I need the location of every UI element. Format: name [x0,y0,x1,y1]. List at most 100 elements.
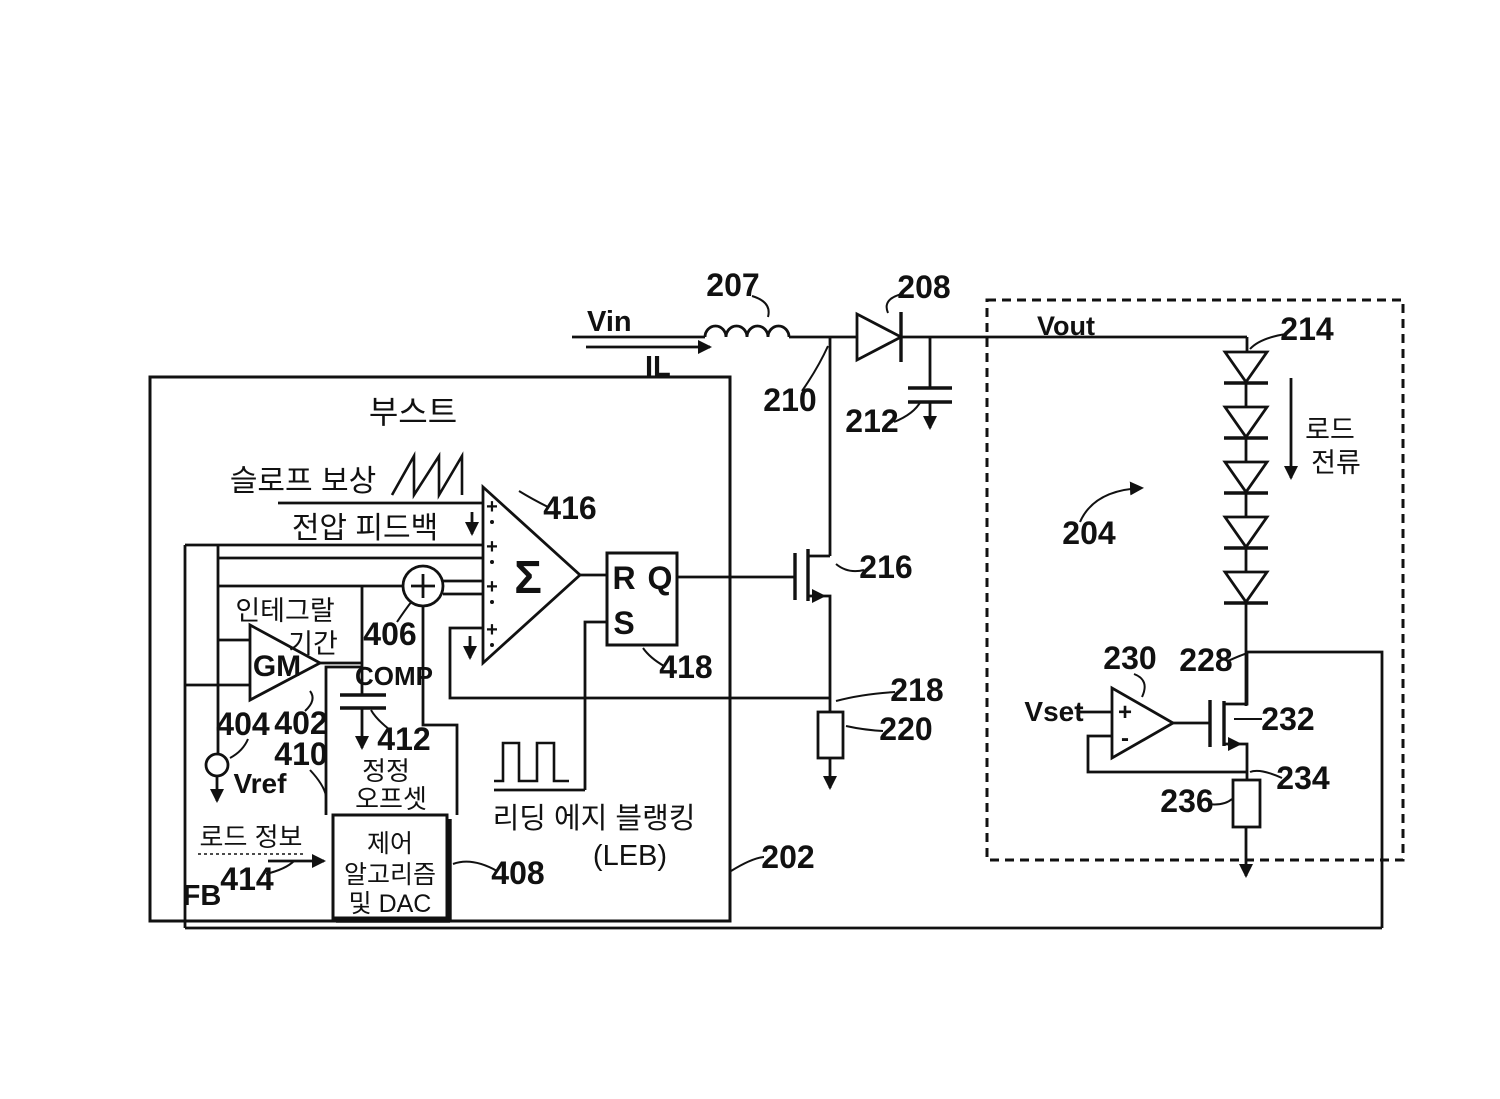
integral-word2: 기간 [288,629,338,659]
mosfet-source-wire [808,594,832,712]
gm-amp-symbol [248,622,323,703]
dac-to-summer-wire [421,606,459,815]
vset-label: Vset [1024,696,1083,727]
sawtooth-waveform-icon [390,451,464,500]
sense-resistor [816,710,845,760]
dac-block: 제어 알고리즘 및 DAC 408 [331,813,545,923]
latch-q-label: Q [648,560,673,596]
ref-412-leader [370,709,391,731]
load-current-word1: 로드 [1305,415,1355,445]
gm-amplifier: GM 인테그랄 기간 [235,586,364,703]
current-sense-wire [448,626,830,700]
vin-label: Vin [587,306,632,338]
offset-word1: 정정 [362,756,410,786]
led-symbol [1222,515,1270,550]
comparator-symbol [481,483,583,667]
dac-line3: 및 DAC [349,890,432,918]
ref-410-leader [309,769,327,797]
vref-label: Vref [234,768,288,799]
opamp-plus: + [1118,699,1132,726]
ref-207: 207 [706,267,759,303]
summing-junction: 406 [363,564,483,815]
ref-220-leader [845,725,884,732]
ref-230-leader [1133,673,1146,698]
sigma-label: Σ [514,551,542,603]
current-reg-mosfet: 232 [1208,652,1315,780]
ref-207-leader [751,295,770,318]
ref-418: 418 [659,649,712,685]
led-load-section: Vout 214 로드 전류 204 228 [985,298,1405,928]
output-capacitor [908,337,952,430]
ref-234-leader [1249,769,1283,779]
offset-block-outline [324,665,362,815]
opamp-feedback-wire [1086,734,1247,774]
ref-216: 216 [859,549,912,585]
ref-418-leader [642,647,665,667]
rs-latch: R Q S 418 [580,551,795,685]
ref-408: 408 [491,855,544,891]
ref-404: 404 [216,706,270,742]
vref-node: Vref [204,752,288,803]
ref-230: 230 [1103,640,1156,676]
latch-s-label: S [613,605,634,641]
ref-408-leader [452,860,498,872]
leb-block: 리딩 에지 블랭킹 (LEB) [493,620,696,872]
leb-line1: 리딩 에지 블랭킹 [493,803,696,835]
ref-414: 414 [220,861,274,897]
ref-214: 214 [1280,311,1334,347]
opamp-minus: - [1121,725,1129,752]
input1-plus: + [486,496,498,518]
power-rail: Vin IL 207 208 210 212 [572,267,1247,556]
latch-box [605,551,679,647]
led-symbol [1222,350,1270,385]
ref-204-arrow [1079,481,1144,523]
load-info-input: 로드 정보 414 FB [183,822,326,912]
ref-218: 218 [890,672,943,708]
sigma-comparator: Σ + + + + 416 [463,483,597,667]
ref-414-leader [265,860,295,875]
latch-r-label: R [612,560,635,596]
ref-220: 220 [879,711,932,747]
opamp-symbol [1110,685,1176,761]
ref-410: 410 [274,736,327,772]
ref-214-leader [1249,333,1287,350]
current-reg-opamp: + - Vset 230 [1024,640,1210,761]
set-resistor [1231,778,1262,829]
ref-416-leader [518,490,549,508]
ref-204: 204 [1062,515,1116,551]
slope-comp-label: 슬로프 보상 [230,465,376,498]
fb-label: FB [183,880,222,912]
ref-216-leader [835,563,865,573]
ref-236-leader [1207,798,1233,806]
input3-plus: + [486,576,498,598]
input2-plus: + [486,536,498,558]
leb-to-s-wire [583,620,607,790]
ref-234: 234 [1276,760,1330,796]
ref-212: 212 [845,403,898,439]
input4-plus: + [486,619,498,641]
ref-236: 236 [1160,783,1213,819]
ref-212-leader [893,400,922,423]
comp-offset-block: COMP 412 정정 오프셋 [324,661,433,815]
gm-label: GM [253,650,301,683]
vout-label: Vout [1037,311,1095,341]
boost-title: 부스트 [369,394,457,430]
led-symbol [1222,460,1270,495]
load-info-label: 로드 정보 [200,822,303,852]
led-load-dashed-box [985,298,1405,862]
ref-202: 202 [761,839,814,875]
ref-218-leader [835,691,896,702]
leb-line2: (LEB) [593,840,667,872]
led-symbol [1222,405,1270,440]
pulse-waveform-icon [494,741,569,783]
ref-402-leader [304,690,314,712]
inductor-symbol [703,324,791,338]
dac-line2: 알고리즘 [344,861,436,889]
ref-210: 210 [763,382,816,418]
ref-232: 232 [1261,701,1314,737]
led-symbol [1222,570,1270,605]
comp-label: COMP [355,661,433,691]
voltage-feedback-label: 전압 피드백 [292,512,438,545]
